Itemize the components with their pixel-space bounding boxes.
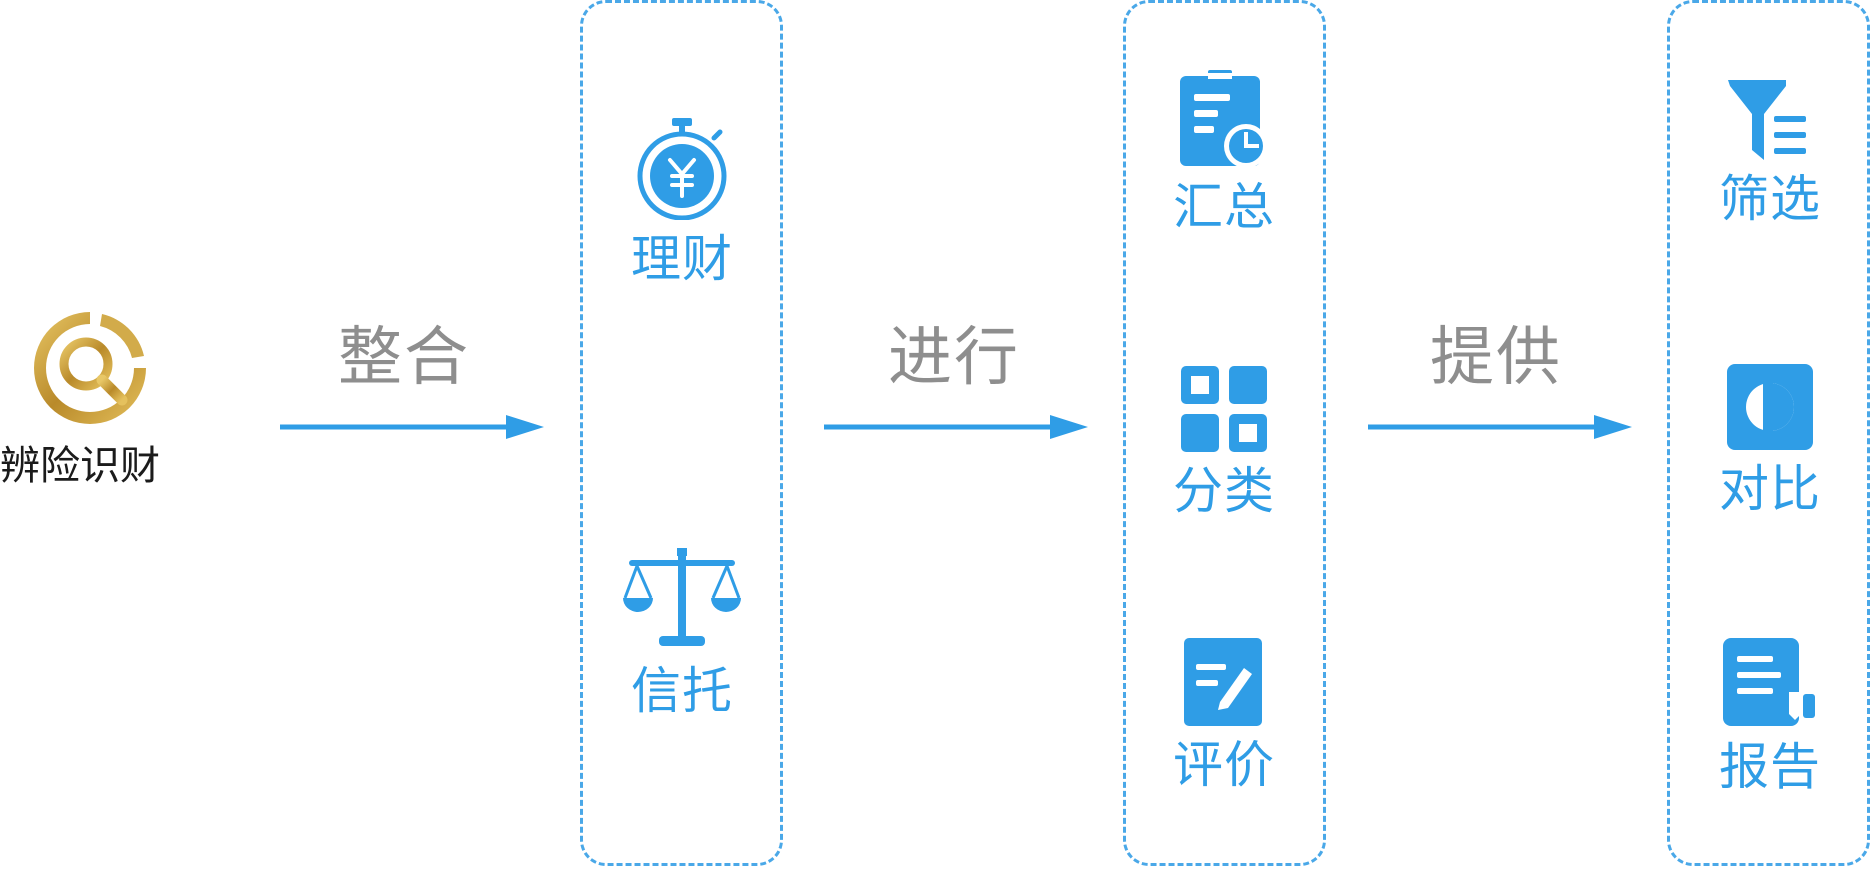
step-verb-integrate: 整合 [338, 321, 470, 395]
arrow-icon [280, 415, 544, 439]
arrow-icon [824, 415, 1088, 439]
item-filter: 筛选 [1702, 80, 1838, 224]
compare-icon [1727, 364, 1813, 450]
item-summary: 汇总 [1156, 70, 1292, 232]
logo-icon [34, 312, 146, 424]
brand-name: 辨险识财 [0, 443, 160, 489]
item-evaluate: 评价 [1156, 638, 1292, 790]
item-label: 汇总 [1173, 178, 1275, 236]
report-scroll-icon [1723, 638, 1815, 726]
item-compare: 对比 [1702, 364, 1838, 514]
item-label: 评价 [1173, 736, 1275, 794]
stopwatch-yuan-icon [637, 118, 727, 220]
item-report: 报告 [1702, 638, 1838, 792]
step-verb-perform: 进行 [888, 321, 1020, 395]
arrow-icon [1368, 415, 1632, 439]
edit-note-icon [1184, 638, 1262, 726]
step-verb-provide: 提供 [1430, 321, 1562, 395]
item-wealth-management: 理财 [614, 116, 750, 284]
clipboard-chart-icon [1180, 70, 1268, 168]
balance-scale-icon [623, 548, 741, 646]
item-label: 信托 [631, 662, 733, 720]
item-trust: 信托 [614, 548, 750, 716]
item-label: 对比 [1719, 460, 1821, 518]
group-box-products [580, 0, 783, 866]
item-classify: 分类 [1156, 366, 1292, 516]
filter-icon [1728, 80, 1806, 160]
item-label: 报告 [1719, 738, 1821, 796]
grid-icon [1181, 366, 1267, 452]
item-label: 分类 [1173, 462, 1275, 520]
item-label: 理财 [631, 230, 733, 288]
group-box-outputs [1667, 0, 1870, 866]
item-label: 筛选 [1719, 170, 1821, 228]
group-box-processes [1123, 0, 1326, 866]
